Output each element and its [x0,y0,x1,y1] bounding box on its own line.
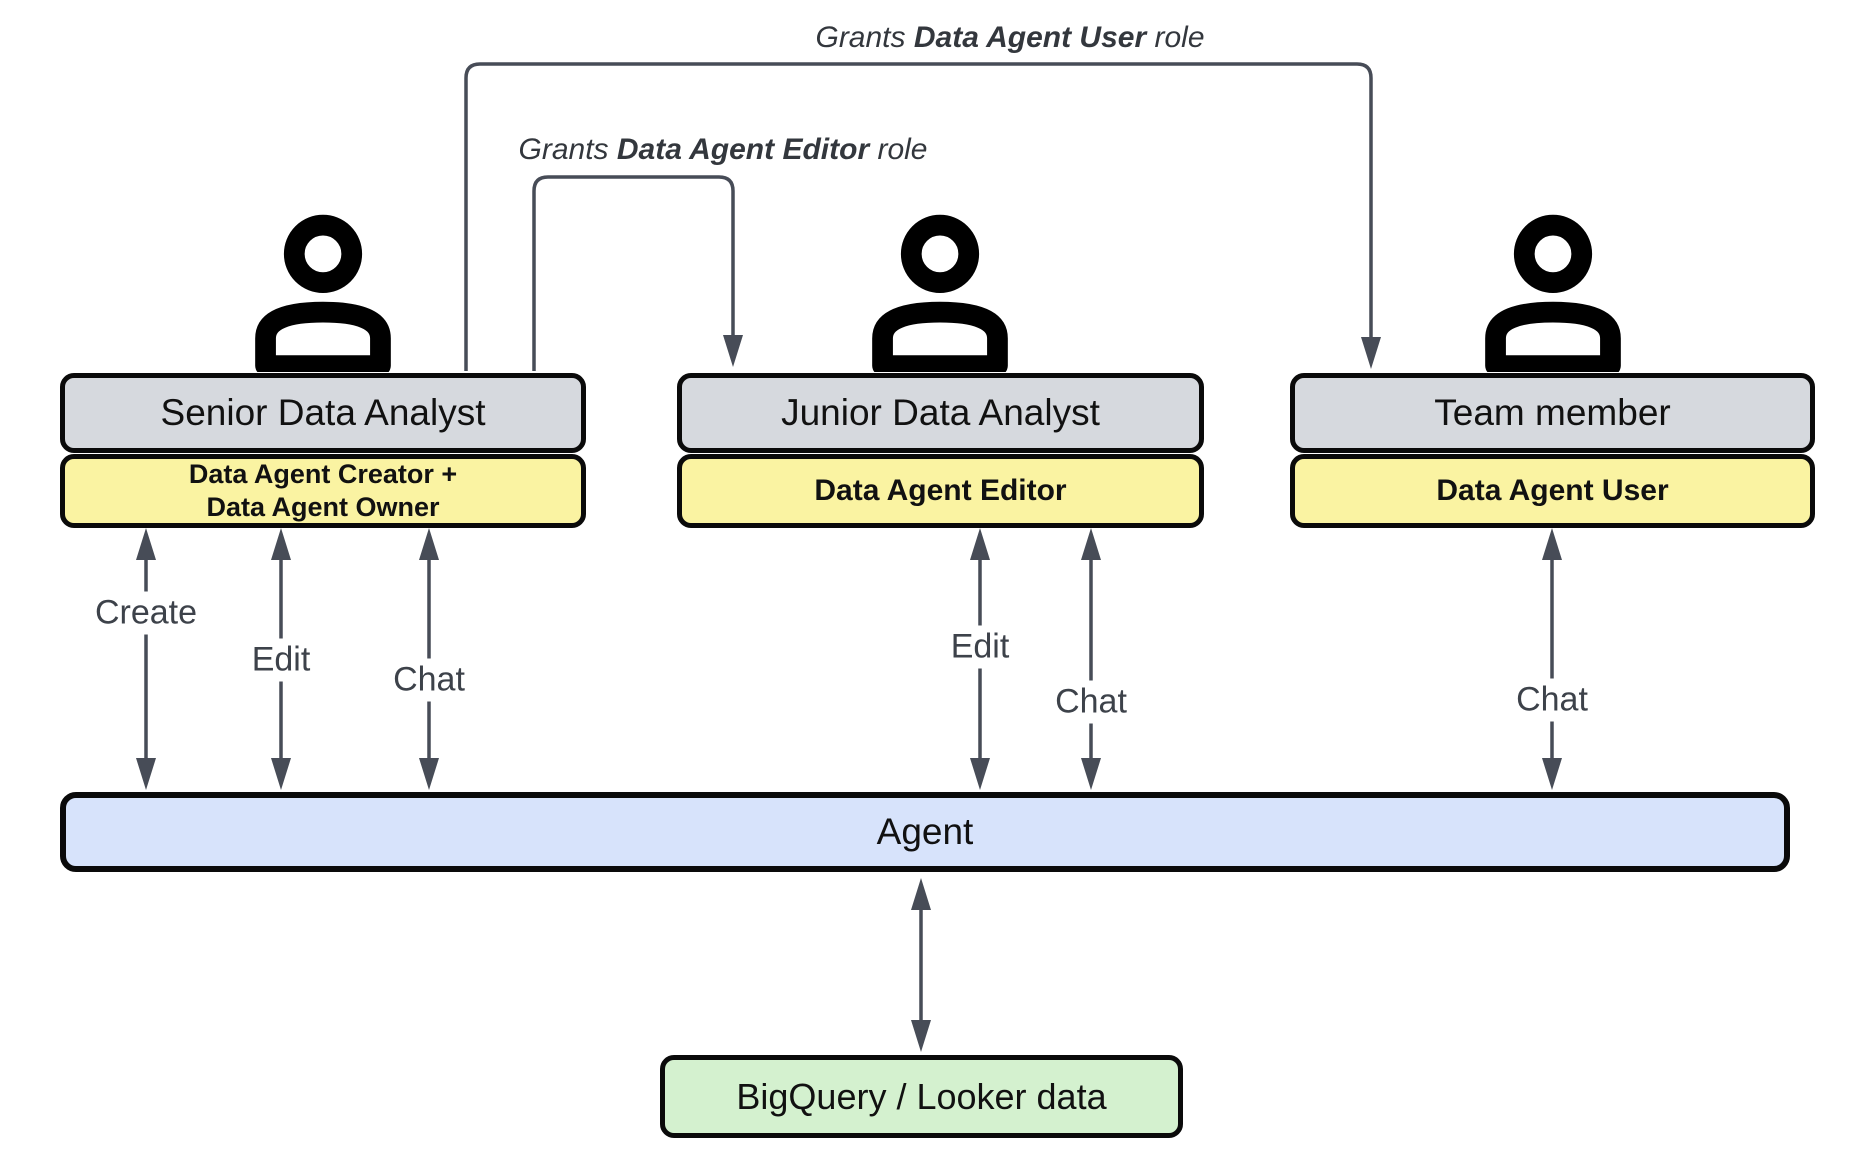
junior-analyst-role-box: Junior Data Analyst [677,373,1204,453]
chat-label: Chat [1045,680,1137,724]
person-icon [1485,214,1621,372]
person-icon [872,214,1008,372]
create-arrow [136,528,156,790]
agent-data-arrow [911,878,931,1052]
permission-line: Data Agent Owner [206,492,440,522]
edit-label: Edit [241,638,321,682]
grants-editor-connector [532,175,743,371]
edit-label: Edit [940,625,1020,669]
team-member-permission-box: Data Agent User [1290,454,1815,528]
data-source-label: BigQuery / Looker data [736,1075,1107,1117]
junior-chat-arrow [1081,528,1101,790]
role-title: Senior Data Analyst [160,392,486,433]
chat-label: Chat [1506,678,1598,722]
agent-label: Agent [876,811,974,852]
permission-line: Data Agent User [1436,474,1669,507]
permission-line: Data Agent Creator + [188,459,458,489]
role-title: Team member [1434,392,1671,433]
bigquery-looker-data-box: BigQuery / Looker data [660,1055,1183,1138]
annotation-prefix: Grants [518,133,609,166]
create-label: Create [84,591,208,635]
annotation-role-name: Data Agent User [913,21,1147,54]
junior-analyst-permission-box: Data Agent Editor [677,454,1204,528]
annotation-prefix: Grants [815,21,906,54]
senior-analyst-role-box: Senior Data Analyst [60,373,586,453]
annotation-role-name: Data Agent Editor [616,133,870,166]
chat-label: Chat [383,658,475,702]
person-icon [255,214,391,372]
grants-editor-role-annotation: Grants Data Agent Editor role [510,133,936,167]
senior-analyst-permission-box: Data Agent Creator + Data Agent Owner [60,454,586,528]
annotation-suffix: role [1154,21,1205,54]
team-chat-arrow [1542,528,1562,790]
annotation-suffix: role [877,133,928,166]
team-member-role-box: Team member [1290,373,1815,453]
role-title: Junior Data Analyst [781,392,1100,433]
grants-user-role-annotation: Grants Data Agent User role [807,21,1213,55]
agent-bar: Agent [60,792,1790,872]
permission-line: Data Agent Editor [814,474,1067,507]
